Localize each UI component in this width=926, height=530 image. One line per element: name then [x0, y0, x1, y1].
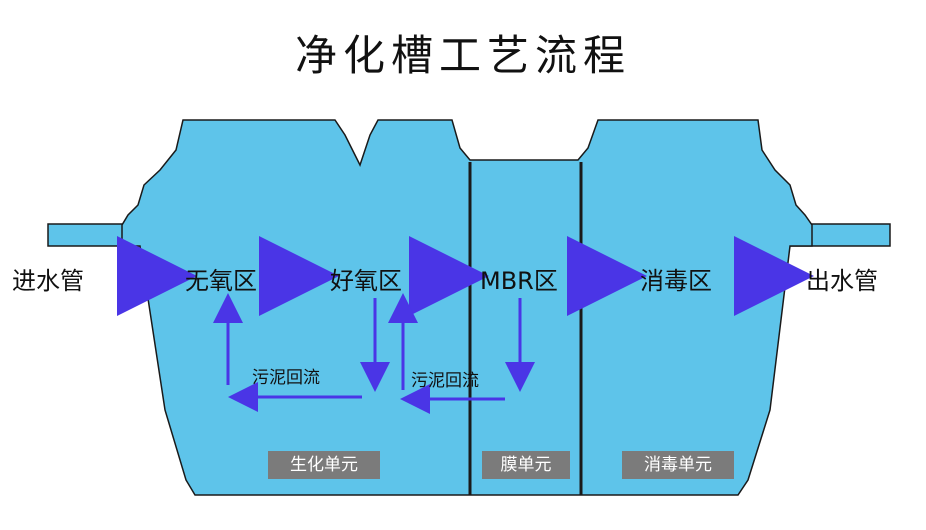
- unit-membrane: 膜单元: [482, 451, 570, 479]
- inlet-label: 进水管: [12, 267, 84, 295]
- anoxic-zone-label: 无氧区: [185, 267, 257, 295]
- aerobic-zone-label: 好氧区: [330, 267, 402, 295]
- tank-body: [121, 119, 813, 496]
- mbr-zone-label: MBR区: [480, 267, 558, 295]
- sludge-recycle-label-2: 污泥回流: [411, 371, 479, 391]
- outlet-label: 出水管: [806, 267, 878, 295]
- sludge-recycle-label-1: 污泥回流: [252, 368, 320, 388]
- disinfection-zone-label: 消毒区: [640, 267, 712, 295]
- page-title: 净化槽工艺流程: [294, 31, 631, 80]
- unit-biochemical: 生化单元: [268, 451, 380, 479]
- unit-disinfection: 消毒单元: [622, 451, 734, 479]
